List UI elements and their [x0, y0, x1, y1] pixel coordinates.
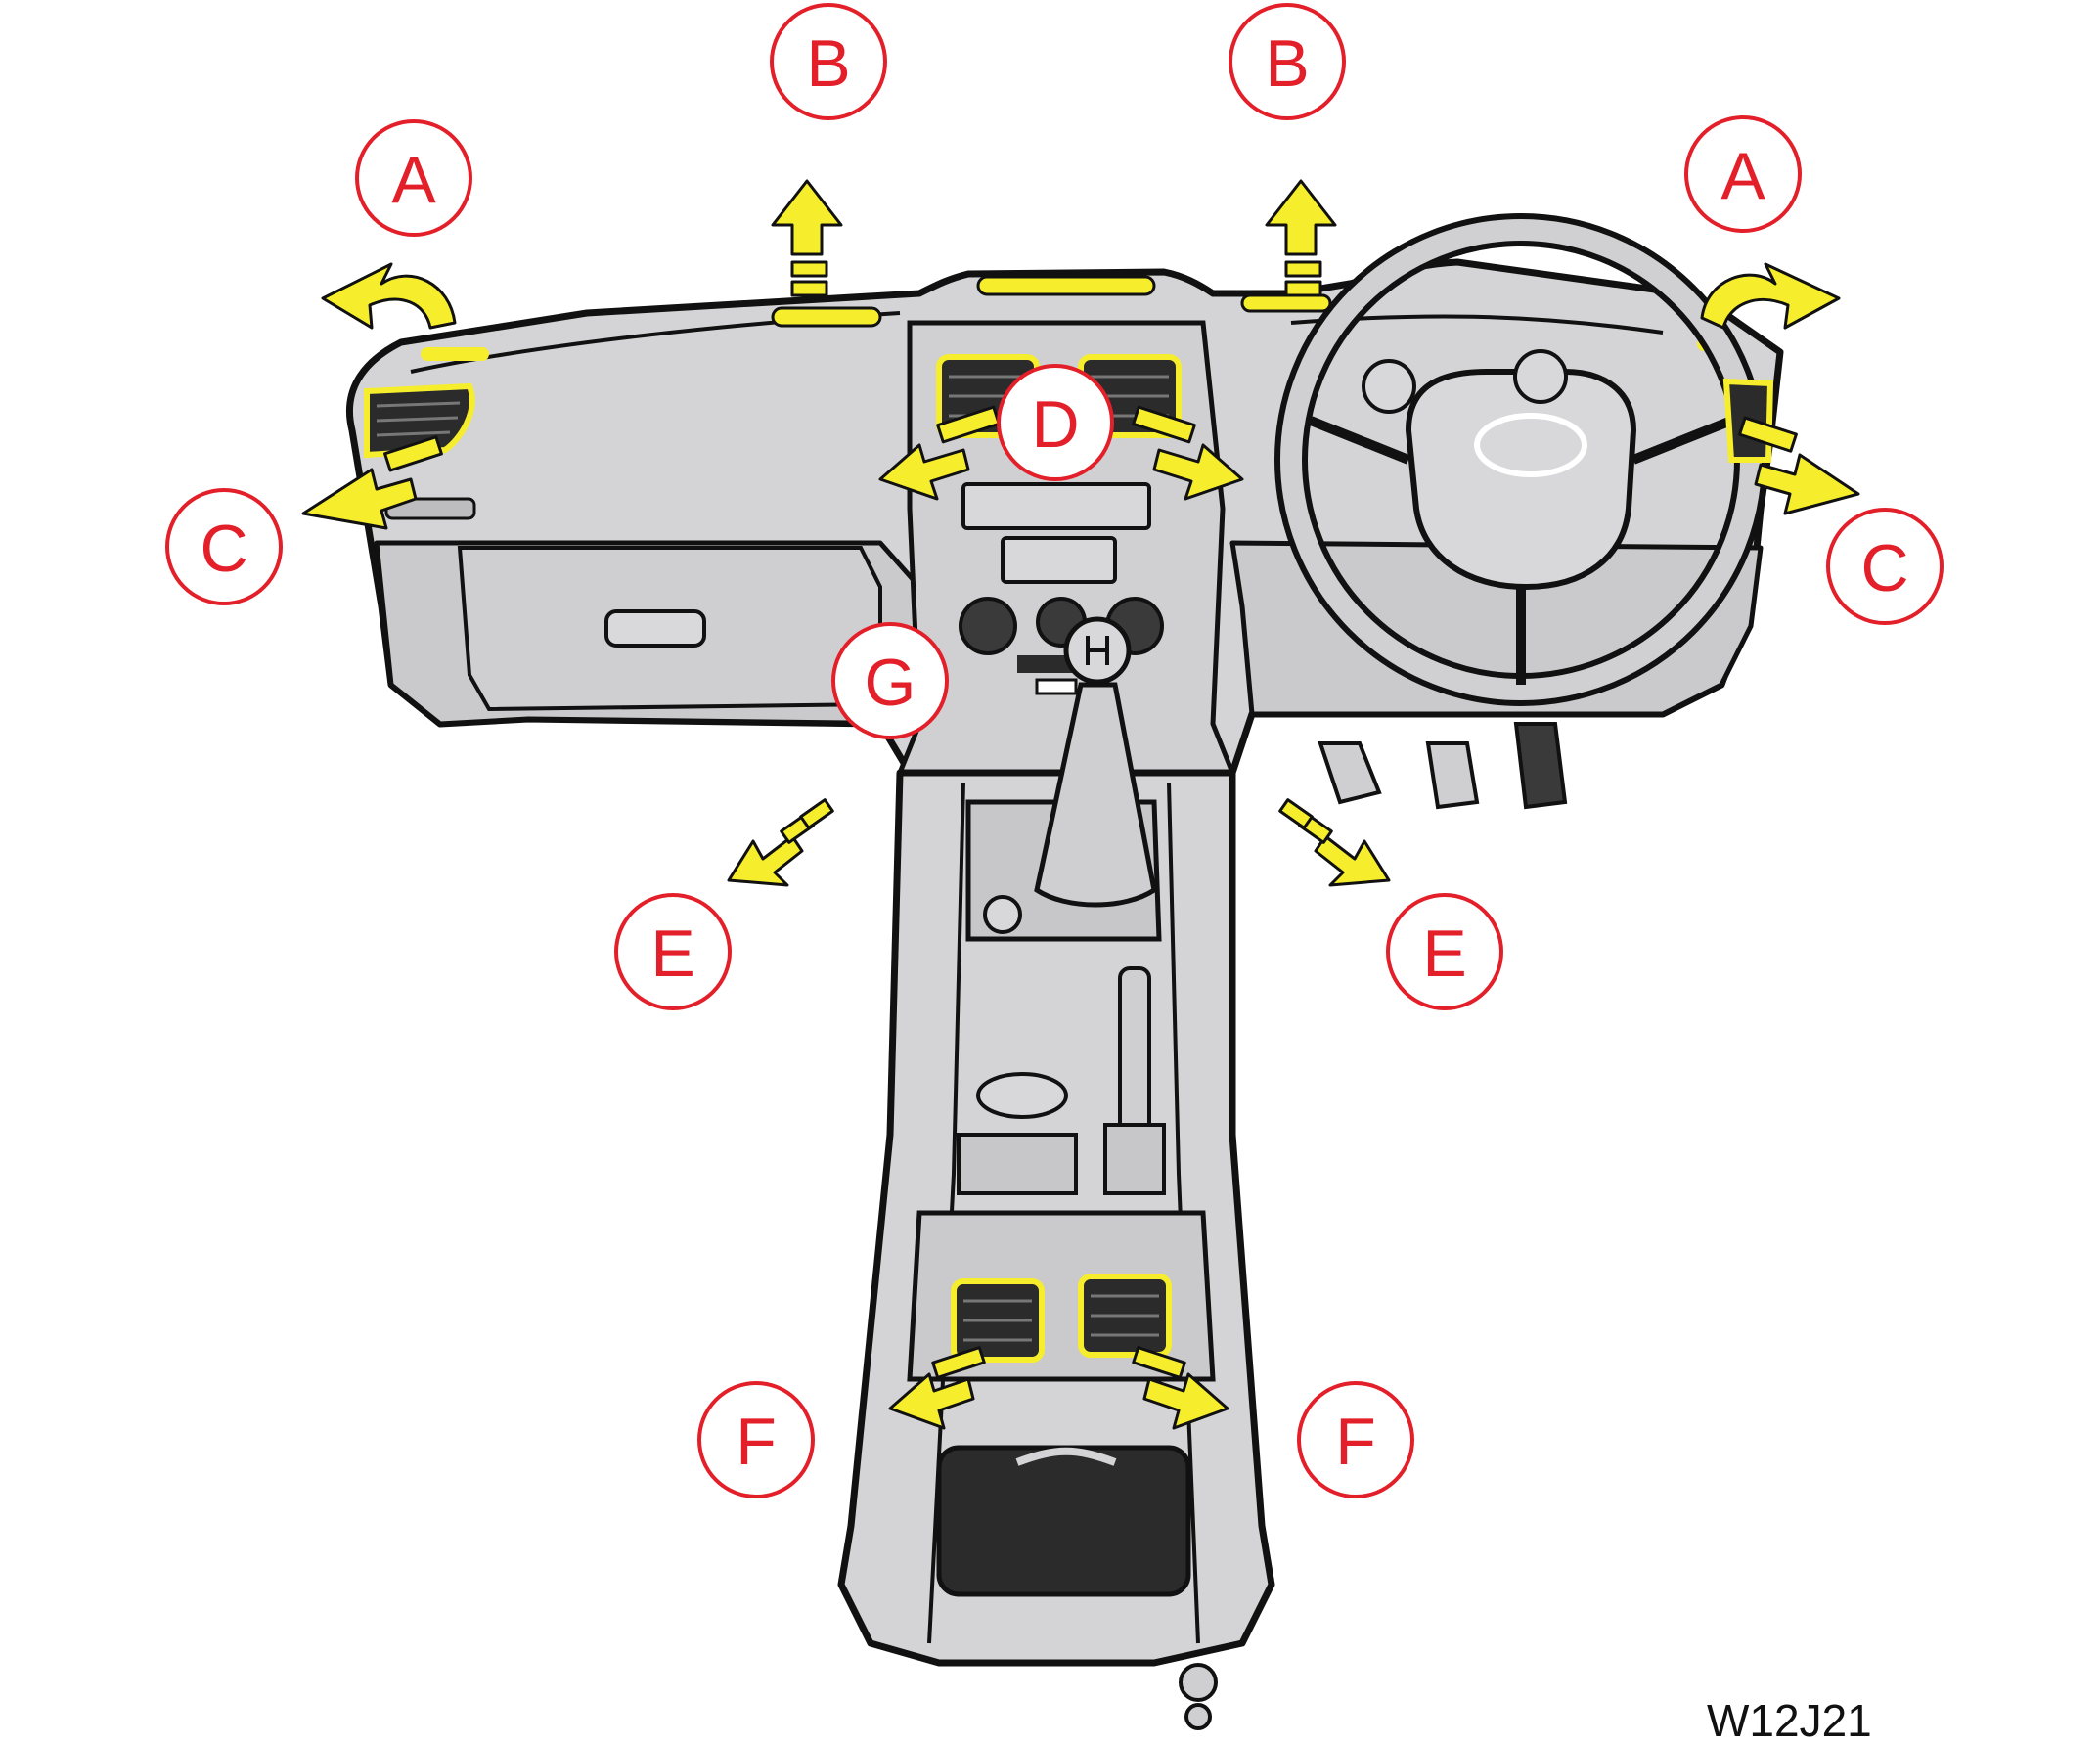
- center-console: [837, 616, 1275, 1730]
- callout-label: E: [650, 917, 694, 991]
- airflow-arrow-icon: [1142, 1372, 1229, 1430]
- airflow-arrow-icon: [790, 280, 828, 297]
- radio-display: [1001, 536, 1117, 584]
- airflow-arrows: [301, 179, 1860, 1430]
- airflow-arrow-icon: [888, 1372, 975, 1430]
- rear-vent-left: [951, 1278, 1045, 1363]
- callout-label: A: [1720, 139, 1765, 213]
- callout-G: G: [831, 622, 949, 739]
- air-vent-icon: [1240, 293, 1332, 313]
- callout-E-left: E: [614, 893, 732, 1010]
- gauge: [1513, 349, 1568, 404]
- air-vent-icon: [771, 306, 882, 328]
- callout-label: G: [865, 646, 916, 720]
- airflow-arrow-icon: [1738, 416, 1798, 453]
- callout-label: C: [200, 512, 247, 586]
- airflow-arrow-icon: [301, 468, 418, 530]
- callout-C-left: C: [165, 488, 283, 605]
- airflow-arrow-icon: [936, 405, 1001, 444]
- airflow-arrow-icon: [1314, 834, 1391, 887]
- callout-F-left: F: [697, 1381, 815, 1498]
- airflow-arrow-icon: [727, 834, 804, 887]
- rear-vent-right: [1078, 1274, 1172, 1358]
- airflow-arrow-icon: [799, 798, 834, 829]
- power-socket: [1179, 1663, 1218, 1730]
- dashboard: [345, 213, 1784, 786]
- callout-label: F: [736, 1405, 777, 1479]
- airflow-arrow-icon: [1284, 280, 1322, 297]
- handbrake: [1103, 966, 1166, 1195]
- callout-C-right: C: [1826, 508, 1944, 625]
- callout-A-right: A: [1684, 115, 1802, 233]
- console-knob: [983, 895, 1022, 934]
- airflow-arrow-icon: [1754, 453, 1860, 515]
- airflow-arrow-icon: [931, 1346, 986, 1379]
- storage-bin: [957, 1133, 1078, 1195]
- airflow-arrow-icon: [1284, 260, 1322, 278]
- air-vent-icon: [976, 275, 1156, 296]
- callout-label: B: [806, 26, 850, 101]
- airflow-arrow-icon: [790, 260, 828, 278]
- airflow-arrow-icon: [878, 443, 970, 501]
- gauge: [1362, 359, 1416, 414]
- airflow-arrow-icon: [321, 262, 457, 330]
- air-vent-icon: [364, 382, 475, 459]
- air-vent-icon: [421, 347, 489, 361]
- airflow-arrow-icon: [1278, 798, 1314, 829]
- airflow-arrow-icon: [1132, 1346, 1186, 1379]
- callout-label: D: [1031, 387, 1079, 462]
- callout-A-left: A: [355, 119, 472, 237]
- callout-F-right: F: [1297, 1381, 1414, 1498]
- callouts: A A B B C C D E: [165, 3, 1944, 1498]
- callout-label: E: [1422, 917, 1466, 991]
- pedals: [1318, 722, 1568, 810]
- rear-storage-tray: [936, 1445, 1191, 1597]
- console-crease: [1167, 782, 1200, 1644]
- airflow-arrow-icon: [1132, 405, 1196, 444]
- glove-box-handle: [604, 609, 706, 648]
- callout-B-left: B: [770, 3, 887, 120]
- radio-slot: [961, 482, 1151, 530]
- callout-B-right: B: [1229, 3, 1346, 120]
- airflow-arrow-icon: [383, 435, 443, 472]
- airflow-arrow-icon: [771, 179, 843, 256]
- figure-code: W12J21: [1707, 1695, 1872, 1744]
- callout-label: C: [1860, 531, 1908, 605]
- callout-label: F: [1335, 1405, 1376, 1479]
- callout-label: B: [1265, 26, 1309, 101]
- airflow-arrow-icon: [1265, 179, 1337, 256]
- callout-E-right: E: [1386, 893, 1503, 1010]
- cup-holder: [976, 1072, 1068, 1119]
- gear-lever-icon: [1034, 616, 1157, 908]
- airflow-arrow-icon: [1152, 443, 1244, 501]
- callout-D: D: [997, 364, 1114, 481]
- callout-label: A: [391, 143, 436, 217]
- airflow-arrow-icon: [1700, 262, 1841, 330]
